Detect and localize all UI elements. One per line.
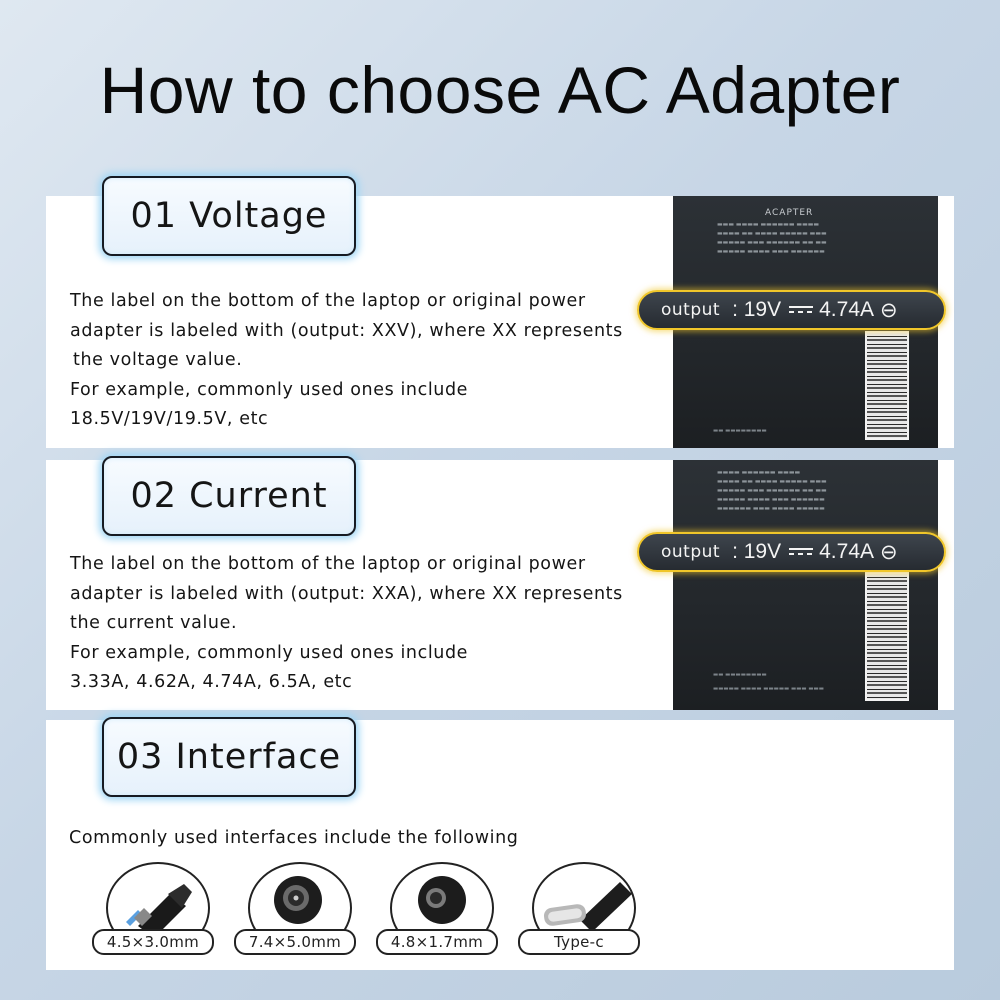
adapter-label-heading: ACAPTER — [765, 208, 814, 218]
adapter-label-photo: ▬▬▬▬ ▬▬▬▬▬▬ ▬▬▬▬ ▬▬▬▬ ▬▬ ▬▬▬▬ ▬▬▬▬▬ ▬▬▬ … — [673, 460, 938, 710]
interface-item: Type-c — [518, 862, 644, 955]
adapter-fine-print: ▬▬▬ ▬▬▬▬ ▬▬▬▬▬▬ ▬▬▬▬ ▬▬▬▬ ▬▬ ▬▬▬▬ ▬▬▬▬▬ … — [717, 221, 827, 255]
description-line: adapter is labeled with (output: XXA), w… — [70, 583, 623, 604]
output-label: output — [661, 542, 721, 562]
description-line: adapter is labeled with (output: XXV), w… — [70, 320, 623, 341]
output-voltage: : 19V — [732, 298, 782, 321]
polarity-icon: ⊖ — [880, 298, 898, 322]
adapter-fine-print: ▬▬▬▬ ▬▬▬▬▬▬ ▬▬▬▬ ▬▬▬▬ ▬▬ ▬▬▬▬ ▬▬▬▬▬ ▬▬▬ … — [717, 469, 827, 512]
description-line: the voltage value. — [73, 350, 243, 370]
output-highlight: output : 19V 4.74A ⊖ — [637, 532, 946, 572]
description-line: The label on the bottom of the laptop or… — [70, 291, 586, 311]
interface-size-label: 4.8×1.7mm — [376, 929, 498, 955]
description-line: the current value. — [70, 613, 238, 633]
interface-item: 4.5×3.0mm — [92, 862, 218, 955]
description-line: The label on the bottom of the laptop or… — [70, 554, 586, 574]
current-badge: 02 Current — [102, 456, 356, 536]
interface-size-label: 7.4×5.0mm — [234, 929, 356, 955]
output-current: 4.74A — [819, 540, 875, 563]
manufacturer-line: ▬▬ ▬▬▬▬▬▬▬▬ — [713, 672, 767, 678]
description-line: 18.5V/19V/19.5V, etc — [70, 409, 269, 429]
interface-size-label: 4.5×3.0mm — [92, 929, 214, 955]
dc-symbol-icon — [789, 547, 814, 557]
output-voltage: : 19V — [732, 540, 782, 563]
description-line: For example, commonly used ones include — [70, 379, 469, 400]
voltage-badge: 01 Voltage — [102, 176, 356, 256]
interface-description: Commonly used interfaces include the fol… — [69, 824, 629, 854]
polarity-icon: ⊖ — [880, 540, 898, 564]
interface-item: 4.8×1.7mm — [376, 862, 502, 955]
output-current: 4.74A — [819, 298, 875, 321]
current-description: The label on the bottom of the laptop or… — [70, 550, 630, 698]
barcode — [865, 331, 909, 440]
interface-badge: 03 Interface — [102, 717, 356, 797]
description-line: For example, commonly used ones include — [70, 642, 469, 663]
interface-item: 7.4×5.0mm — [234, 862, 360, 955]
description-line: Commonly used interfaces include the fol… — [69, 828, 519, 848]
interface-size-label: Type-c — [518, 929, 640, 955]
voltage-description: The label on the bottom of the laptop or… — [70, 287, 630, 435]
dc-symbol-icon — [789, 305, 814, 315]
manufacturer-line: ▬▬ ▬▬▬▬▬▬▬▬ — [713, 428, 767, 434]
output-highlight: output : 19V 4.74A ⊖ — [637, 290, 946, 330]
description-line: 3.33A, 4.62A, 4.74A, 6.5A, etc — [70, 672, 353, 692]
barcode — [865, 572, 909, 701]
page-title: How to choose AC Adapter — [99, 53, 901, 127]
output-label: output — [661, 300, 721, 320]
manufacturer-line: ▬▬▬▬▬ ▬▬▬▬ ▬▬▬▬▬ ▬▬▬ ▬▬▬ — [713, 686, 824, 692]
